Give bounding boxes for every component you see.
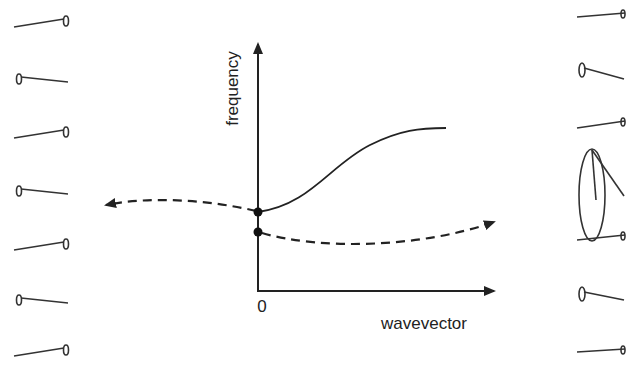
spin-column-right: [577, 10, 625, 354]
plot-axes: [257, 44, 494, 291]
mode-dot: [254, 208, 263, 217]
spin-column-left: [14, 16, 69, 356]
mode-pointer: [262, 222, 494, 244]
axis-label: frequency: [223, 51, 240, 126]
mode-pointer: [106, 200, 256, 211]
axis-label: wavevector: [381, 315, 467, 332]
mode-dot: [254, 228, 263, 237]
axis-label: 0: [257, 298, 266, 315]
dispersion-curve: [258, 128, 446, 212]
